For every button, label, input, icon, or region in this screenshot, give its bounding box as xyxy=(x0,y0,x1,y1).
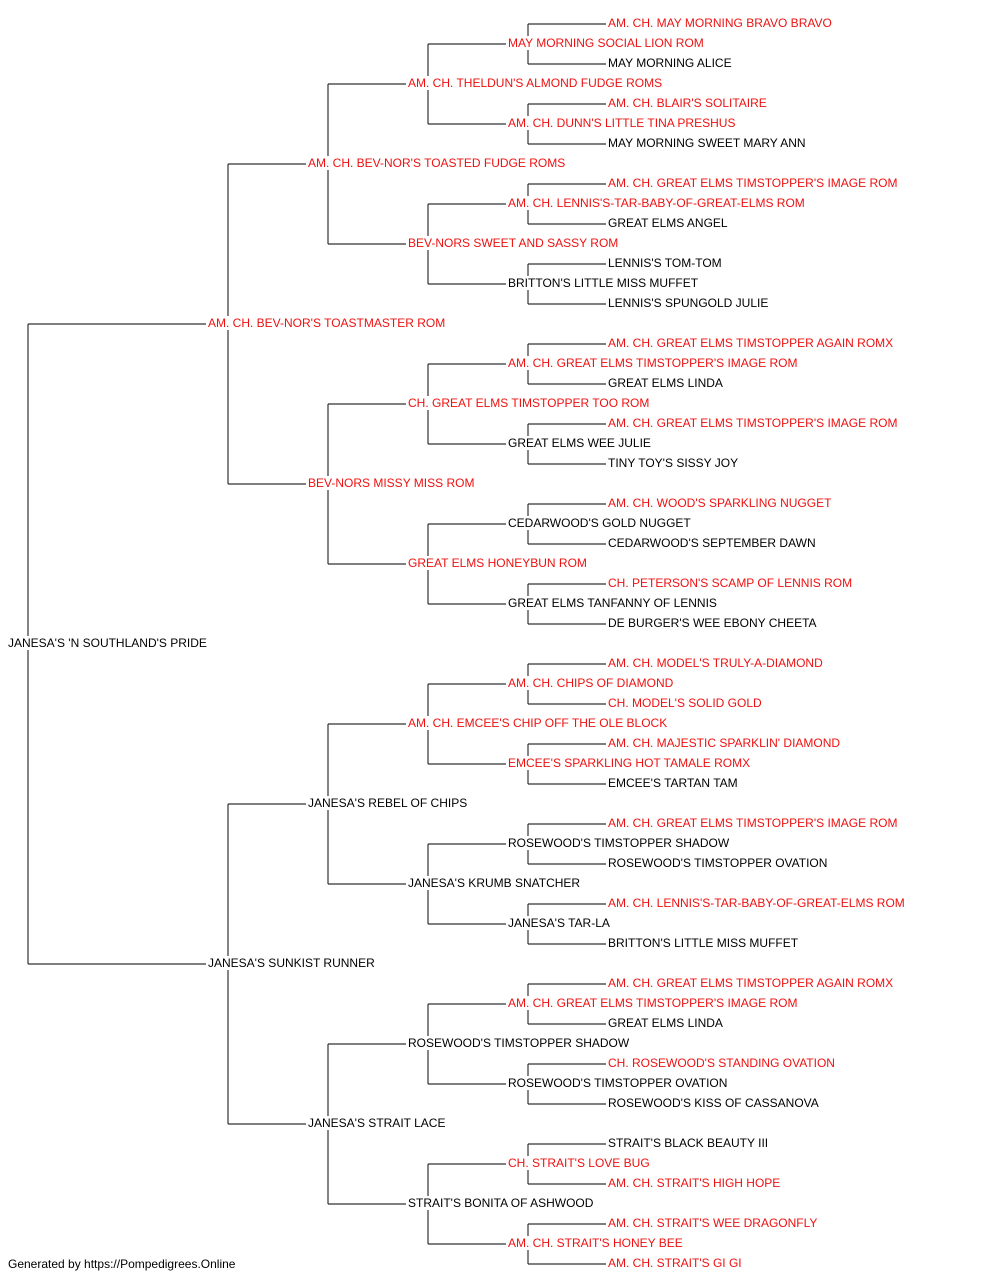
pedigree-entry-gen6: GREAT ELMS LINDA xyxy=(608,1016,725,1030)
pedigree-entry-gen6: AM. CH. GREAT ELMS TIMSTOPPER'S IMAGE RO… xyxy=(608,816,900,830)
pedigree-entry-sire-dam: JANESA'S SUNKIST RUNNER xyxy=(208,956,377,970)
pedigree-entry-gen6: AM. CH. LENNIS'S-TAR-BABY-OF-GREAT-ELMS … xyxy=(608,896,907,910)
pedigree-entry-gen6: AM. CH. MAJESTIC SPARKLIN' DIAMOND xyxy=(608,736,843,750)
pedigree-entry-gen5: GREAT ELMS WEE JULIE xyxy=(508,436,653,450)
pedigree-entry-gen3: JANESA'S STRAIT LACE xyxy=(308,1116,448,1130)
generated-by-footer: Generated by https://Pompedigrees.Online xyxy=(8,1257,236,1271)
pedigree-entry-gen5: AM. CH. CHIPS OF DIAMOND xyxy=(508,676,676,690)
pedigree-entry-gen4: CH. GREAT ELMS TIMSTOPPER TOO ROM xyxy=(408,396,652,410)
pedigree-entry-gen6: GREAT ELMS LINDA xyxy=(608,376,725,390)
pedigree-entry-gen5: EMCEE'S SPARKLING HOT TAMALE ROMX xyxy=(508,756,753,770)
pedigree-entry-gen4: GREAT ELMS HONEYBUN ROM xyxy=(408,556,589,570)
pedigree-entry-gen4: JANESA'S KRUMB SNATCHER xyxy=(408,876,583,890)
pedigree-entry-gen4: AM. CH. EMCEE'S CHIP OFF THE OLE BLOCK xyxy=(408,716,670,730)
pedigree-entry-gen6: AM. CH. WOOD'S SPARKLING NUGGET xyxy=(608,496,834,510)
pedigree-entry-gen5: AM. CH. LENNIS'S-TAR-BABY-OF-GREAT-ELMS … xyxy=(508,196,807,210)
pedigree-entry-gen6: AM. CH. GREAT ELMS TIMSTOPPER AGAIN ROMX xyxy=(608,336,896,350)
pedigree-entry-gen5: ROSEWOOD'S TIMSTOPPER SHADOW xyxy=(508,836,732,850)
pedigree-entry-gen4: BEV-NORS SWEET AND SASSY ROM xyxy=(408,236,621,250)
pedigree-entry-gen6: AM. CH. GREAT ELMS TIMSTOPPER'S IMAGE RO… xyxy=(608,416,900,430)
pedigree-entry-gen4: STRAIT'S BONITA OF ASHWOOD xyxy=(408,1196,596,1210)
pedigree-entry-gen6: AM. CH. STRAIT'S HIGH HOPE xyxy=(608,1176,783,1190)
pedigree-entry-gen3: BEV-NORS MISSY MISS ROM xyxy=(308,476,477,490)
pedigree-entry-sire-dam: AM. CH. BEV-NOR'S TOASTMASTER ROM xyxy=(208,316,448,330)
pedigree-entry-gen6: ROSEWOOD'S TIMSTOPPER OVATION xyxy=(608,856,830,870)
pedigree-entry-gen6: LENNIS'S TOM-TOM xyxy=(608,256,724,270)
pedigree-entry-gen6: CH. ROSEWOOD'S STANDING OVATION xyxy=(608,1056,837,1070)
pedigree-entry-gen6: AM. CH. GREAT ELMS TIMSTOPPER AGAIN ROMX xyxy=(608,976,896,990)
pedigree-entry-gen6: DE BURGER'S WEE EBONY CHEETA xyxy=(608,616,819,630)
pedigree-entry-gen6: ROSEWOOD'S KISS OF CASSANOVA xyxy=(608,1096,821,1110)
pedigree-entry-gen6: CEDARWOOD'S SEPTEMBER DAWN xyxy=(608,536,818,550)
pedigree-entry-gen5: AM. CH. DUNN'S LITTLE TINA PRESHUS xyxy=(508,116,738,130)
pedigree-entry-gen5: AM. CH. GREAT ELMS TIMSTOPPER'S IMAGE RO… xyxy=(508,356,800,370)
pedigree-entry-gen5: CH. STRAIT'S LOVE BUG xyxy=(508,1156,652,1170)
pedigree-entry-gen6: TINY TOY'S SISSY JOY xyxy=(608,456,741,470)
pedigree-entry-gen5: CEDARWOOD'S GOLD NUGGET xyxy=(508,516,693,530)
pedigree-entry-gen6: AM. CH. MAY MORNING BRAVO BRAVO xyxy=(608,16,834,30)
pedigree-entry-gen6: AM. CH. STRAIT'S GI GI xyxy=(608,1256,744,1270)
pedigree-entry-gen6: EMCEE'S TARTAN TAM xyxy=(608,776,740,790)
pedigree-entry-gen5: AM. CH. GREAT ELMS TIMSTOPPER'S IMAGE RO… xyxy=(508,996,800,1010)
pedigree-entry-gen6: BRITTON'S LITTLE MISS MUFFET xyxy=(608,936,801,950)
pedigree-entry-gen6: CH. MODEL'S SOLID GOLD xyxy=(608,696,764,710)
pedigree-entry-gen6: CH. PETERSON'S SCAMP OF LENNIS ROM xyxy=(608,576,855,590)
pedigree-entry-gen6: AM. CH. MODEL'S TRULY-A-DIAMOND xyxy=(608,656,825,670)
pedigree-entry-gen3: JANESA'S REBEL OF CHIPS xyxy=(308,796,470,810)
pedigree-entry-gen6: STRAIT'S BLACK BEAUTY III xyxy=(608,1136,771,1150)
pedigree-entry-gen6: AM. CH. STRAIT'S WEE DRAGONFLY xyxy=(608,1216,820,1230)
pedigree-entry-gen5: BRITTON'S LITTLE MISS MUFFET xyxy=(508,276,701,290)
pedigree-entry-gen5: AM. CH. STRAIT'S HONEY BEE xyxy=(508,1236,685,1250)
pedigree-entry-gen6: LENNIS'S SPUNGOLD JULIE xyxy=(608,296,771,310)
pedigree-entry-gen5: MAY MORNING SOCIAL LION ROM xyxy=(508,36,706,50)
pedigree-entry-gen4: AM. CH. THELDUN'S ALMOND FUDGE ROMS xyxy=(408,76,665,90)
pedigree-entry-gen6: AM. CH. GREAT ELMS TIMSTOPPER'S IMAGE RO… xyxy=(608,176,900,190)
pedigree-entry-gen5: JANESA'S TAR-LA xyxy=(508,916,612,930)
pedigree-entry-gen6: AM. CH. BLAIR'S SOLITAIRE xyxy=(608,96,769,110)
pedigree-entry-gen6: MAY MORNING SWEET MARY ANN xyxy=(608,136,808,150)
pedigree-entry-gen6: GREAT ELMS ANGEL xyxy=(608,216,730,230)
pedigree-entry-gen6: MAY MORNING ALICE xyxy=(608,56,734,70)
pedigree-entry-subject: JANESA'S 'N SOUTHLAND'S PRIDE xyxy=(8,636,209,650)
pedigree-entry-gen5: ROSEWOOD'S TIMSTOPPER OVATION xyxy=(508,1076,730,1090)
pedigree-entry-gen3: AM. CH. BEV-NOR'S TOASTED FUDGE ROMS xyxy=(308,156,568,170)
pedigree-entry-gen5: GREAT ELMS TANFANNY OF LENNIS xyxy=(508,596,719,610)
pedigree-entry-gen4: ROSEWOOD'S TIMSTOPPER SHADOW xyxy=(408,1036,632,1050)
